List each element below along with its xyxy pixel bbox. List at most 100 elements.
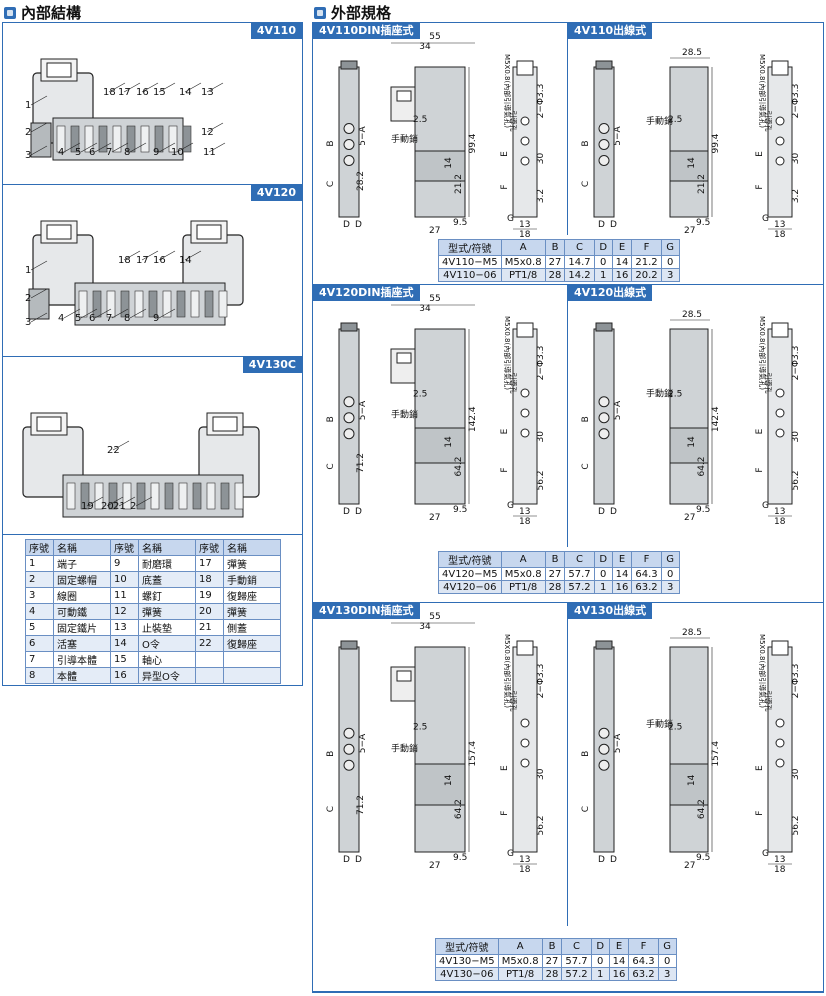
dim-holes: 2−Φ3.3 bbox=[791, 346, 801, 381]
spec-cell: 63.2 bbox=[631, 580, 662, 594]
spec-header-cell: D bbox=[590, 938, 610, 955]
callout-leader bbox=[106, 496, 124, 507]
parts-cell bbox=[223, 651, 281, 668]
callout-leader bbox=[123, 250, 141, 261]
spec-cell: M5x0.8 bbox=[500, 567, 546, 581]
spool-section bbox=[94, 482, 104, 510]
parts-header-cell: 序號 bbox=[25, 539, 54, 556]
port-circle bbox=[598, 412, 610, 424]
model-tag: 4V110 bbox=[250, 23, 302, 39]
spec-cell: 64.3 bbox=[628, 954, 659, 968]
spool-section bbox=[134, 290, 144, 318]
parts-cell: 6 bbox=[25, 635, 54, 652]
spec-header-cell: G bbox=[660, 239, 680, 256]
spool-section bbox=[168, 125, 178, 153]
spool-section bbox=[218, 290, 228, 318]
dim-letter-d: D bbox=[598, 220, 605, 230]
dim-h2: 64.2 bbox=[697, 456, 707, 476]
parts-cell: 20 bbox=[195, 603, 224, 620]
spec-cell: 63.2 bbox=[628, 967, 659, 981]
dim-h3: 28.2 bbox=[356, 171, 366, 191]
model-tag: 4V120 bbox=[250, 185, 302, 201]
callout-leader bbox=[30, 260, 48, 271]
part-callout-label: 16 bbox=[153, 255, 166, 266]
callout-leader bbox=[158, 142, 176, 153]
spec-cell: 16 bbox=[611, 580, 633, 594]
dim-letter-b: B bbox=[581, 140, 591, 146]
port-circle bbox=[598, 428, 610, 440]
callout-leader bbox=[30, 122, 48, 133]
mount-hole bbox=[775, 718, 785, 728]
spool-section bbox=[112, 125, 122, 153]
parts-cell: 引導本體 bbox=[53, 651, 111, 668]
spec-cell: 0 bbox=[593, 567, 613, 581]
parts-cell: 活塞 bbox=[53, 635, 111, 652]
mount-hole bbox=[520, 428, 530, 438]
mount-hole bbox=[520, 718, 530, 728]
part-callout-label: 16 bbox=[136, 87, 149, 98]
valve-base bbox=[414, 427, 466, 464]
spec-header-cell: B bbox=[544, 239, 566, 256]
callout-leader bbox=[30, 312, 48, 323]
valve-base-view bbox=[767, 646, 793, 853]
dim-letter-e: E bbox=[755, 151, 765, 157]
part-callout-label: 4 bbox=[58, 313, 64, 324]
dim-letter-c: C bbox=[326, 463, 336, 469]
part-callout-label: 6 bbox=[89, 313, 95, 324]
dim-letter-d: D bbox=[598, 507, 605, 517]
dim-letter-b: B bbox=[581, 416, 591, 422]
manual-pin-label: 手動銷 bbox=[391, 409, 418, 421]
dim-letter-a: 5−A bbox=[358, 400, 368, 420]
dim-letter-g: G bbox=[762, 214, 769, 224]
part-callout-label: 19 bbox=[81, 501, 94, 512]
part-callout-label: 7 bbox=[106, 147, 112, 158]
part-callout-label: 10 bbox=[171, 147, 184, 158]
dim-letter-e: E bbox=[500, 151, 510, 157]
callout-leader bbox=[94, 142, 112, 153]
din-model-tag: 4V120DIN插座式 bbox=[313, 285, 420, 301]
external-spec-heading: 外部規格 bbox=[314, 2, 391, 23]
spec-header-cell: A bbox=[500, 551, 546, 568]
spec-cell: 4V130−06 bbox=[435, 967, 499, 981]
pilot-port-label: 引導孔 bbox=[764, 373, 773, 394]
spec-cell: 1 bbox=[590, 967, 610, 981]
spool-section bbox=[108, 482, 118, 510]
din-model-tag: 4V110DIN插座式 bbox=[313, 23, 420, 39]
dim-holes: 2−Φ3.3 bbox=[791, 84, 801, 119]
part-callout-label: 18 bbox=[118, 255, 131, 266]
dim-18: 18 bbox=[774, 230, 786, 240]
dim-25: 2.5 bbox=[413, 390, 427, 400]
callout-leader bbox=[176, 142, 194, 153]
dim-h3: 71.2 bbox=[356, 453, 366, 473]
manual-pin-label: 手動銷 bbox=[391, 743, 418, 755]
mount-hole bbox=[520, 738, 530, 748]
spec-cell: 3 bbox=[660, 580, 680, 594]
dim-95: 9.5 bbox=[453, 853, 467, 863]
pilot-port-label: 引導孔 bbox=[764, 111, 773, 132]
dim-letter-g: G bbox=[762, 849, 769, 859]
spec-cell: 0 bbox=[657, 954, 677, 968]
column-divider bbox=[567, 23, 568, 235]
callout-leader bbox=[129, 308, 147, 319]
callout-leader bbox=[63, 308, 81, 319]
spool-section bbox=[98, 125, 108, 153]
spool-section bbox=[234, 482, 244, 510]
part-callout-label: 14 bbox=[179, 87, 192, 98]
dim-letter-e: E bbox=[500, 428, 510, 434]
parts-cell: 22 bbox=[195, 635, 224, 652]
spec-header-cell: C bbox=[564, 551, 595, 568]
valve-front-view bbox=[669, 66, 709, 218]
part-callout-label: 3 bbox=[25, 317, 31, 328]
dim-letter-c: C bbox=[326, 181, 336, 187]
spool-section bbox=[136, 482, 146, 510]
spec-cell: 21.2 bbox=[631, 255, 662, 269]
manual-pin-label: 手動銷 bbox=[646, 388, 673, 400]
callout-leader bbox=[123, 82, 141, 93]
